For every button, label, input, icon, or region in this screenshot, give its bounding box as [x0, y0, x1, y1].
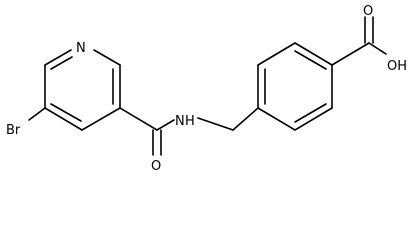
atom-label-bromine: Br — [6, 123, 21, 138]
bond-c4-c5 — [44, 107, 83, 131]
atom-label-acid-oh: OH — [387, 59, 407, 74]
bond-b6-b1 — [257, 107, 296, 131]
bond-n-c2 — [93, 49, 121, 66]
bond-b5-b6-inner — [294, 103, 327, 123]
benzene-ring — [257, 42, 333, 131]
bond-ch2-ring — [232, 107, 259, 131]
bond-b5-b6 — [294, 107, 333, 131]
bond-carbonyl-nh — [156, 119, 175, 131]
bond-c3-c4 — [81, 107, 121, 131]
atom-label-amide-h: H — [185, 114, 195, 129]
atom-label-acid-o: O — [363, 4, 373, 19]
bond-c4-c5-inner — [50, 103, 82, 122]
bond-nh-ch2 — [197, 117, 234, 131]
bond-c5-br — [28, 107, 46, 121]
pyridine-ring — [44, 49, 121, 131]
atom-label-pyridine-n: N — [76, 41, 86, 56]
bond-b3-b4-inner — [294, 50, 327, 70]
bond-c6-n — [44, 49, 72, 66]
bond-b3-b4 — [294, 42, 333, 66]
chemical-structure: N Br N H O OH O — [6, 4, 407, 174]
atom-label-amide-n: N — [175, 114, 185, 129]
bond-cooh-oh — [368, 42, 387, 55]
atom-label-amide-o: O — [151, 159, 161, 174]
bond-ring-cooh — [331, 42, 370, 66]
bond-b2-b3 — [257, 42, 296, 66]
bond-c6-n-inner — [50, 56, 73, 70]
bond-c3-carbonyl — [119, 107, 158, 131]
